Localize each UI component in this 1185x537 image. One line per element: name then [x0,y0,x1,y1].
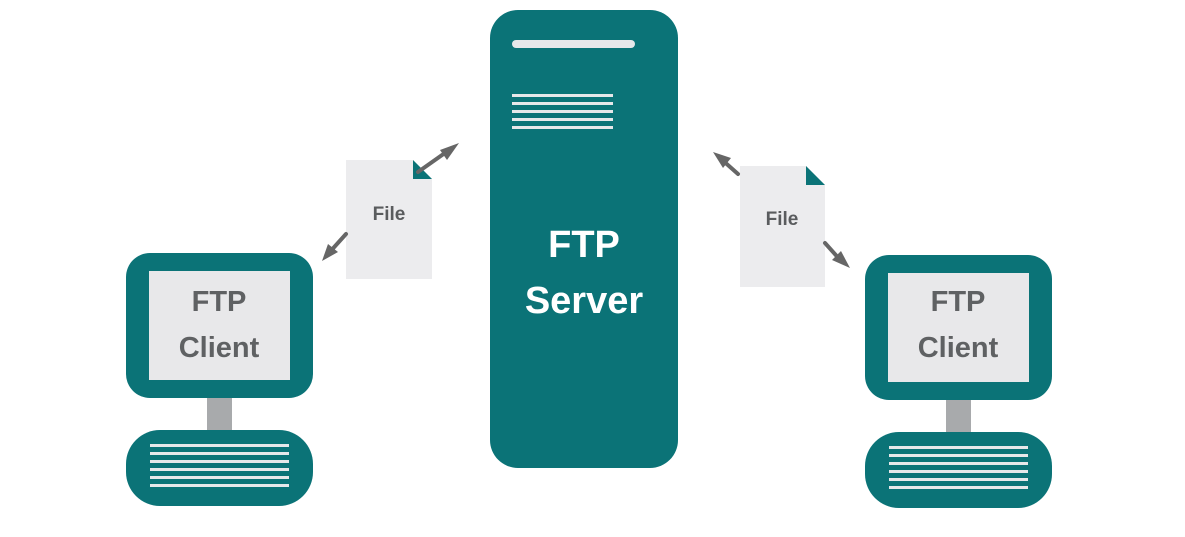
server-label-line1: FTP [548,224,620,266]
ftp-client-right: FTP Client [865,255,1052,508]
client-label-line1: FTP [931,286,986,318]
file-transfer-right: File [713,152,850,287]
file-corner-fold [806,166,825,185]
arrowhead-icon [440,143,459,160]
ftp-client-left: FTP Client [126,253,313,506]
arrowhead-icon [832,251,850,268]
file-transfer-left: File [322,143,459,279]
monitor-screen [149,271,290,380]
monitor-screen [888,273,1029,382]
client-label-line2: Client [179,332,260,364]
keyboard-lines [150,444,289,487]
client-label-line2: Client [918,332,999,364]
file-label: File [373,204,406,225]
monitor-stand [946,400,971,432]
file-label: File [766,209,799,230]
ftp-server: FTP Server [490,10,678,468]
keyboard-lines [889,446,1028,489]
monitor-stand [207,398,232,430]
server-vent-lines [512,94,613,129]
arrowhead-icon [322,244,338,261]
arrowhead-icon [713,152,731,168]
file-document-icon [740,166,825,287]
server-top-slot [512,40,635,48]
file-document-icon [346,160,432,279]
server-label-line2: Server [525,280,644,322]
server-tower [490,10,678,468]
client-label-line1: FTP [192,286,247,318]
